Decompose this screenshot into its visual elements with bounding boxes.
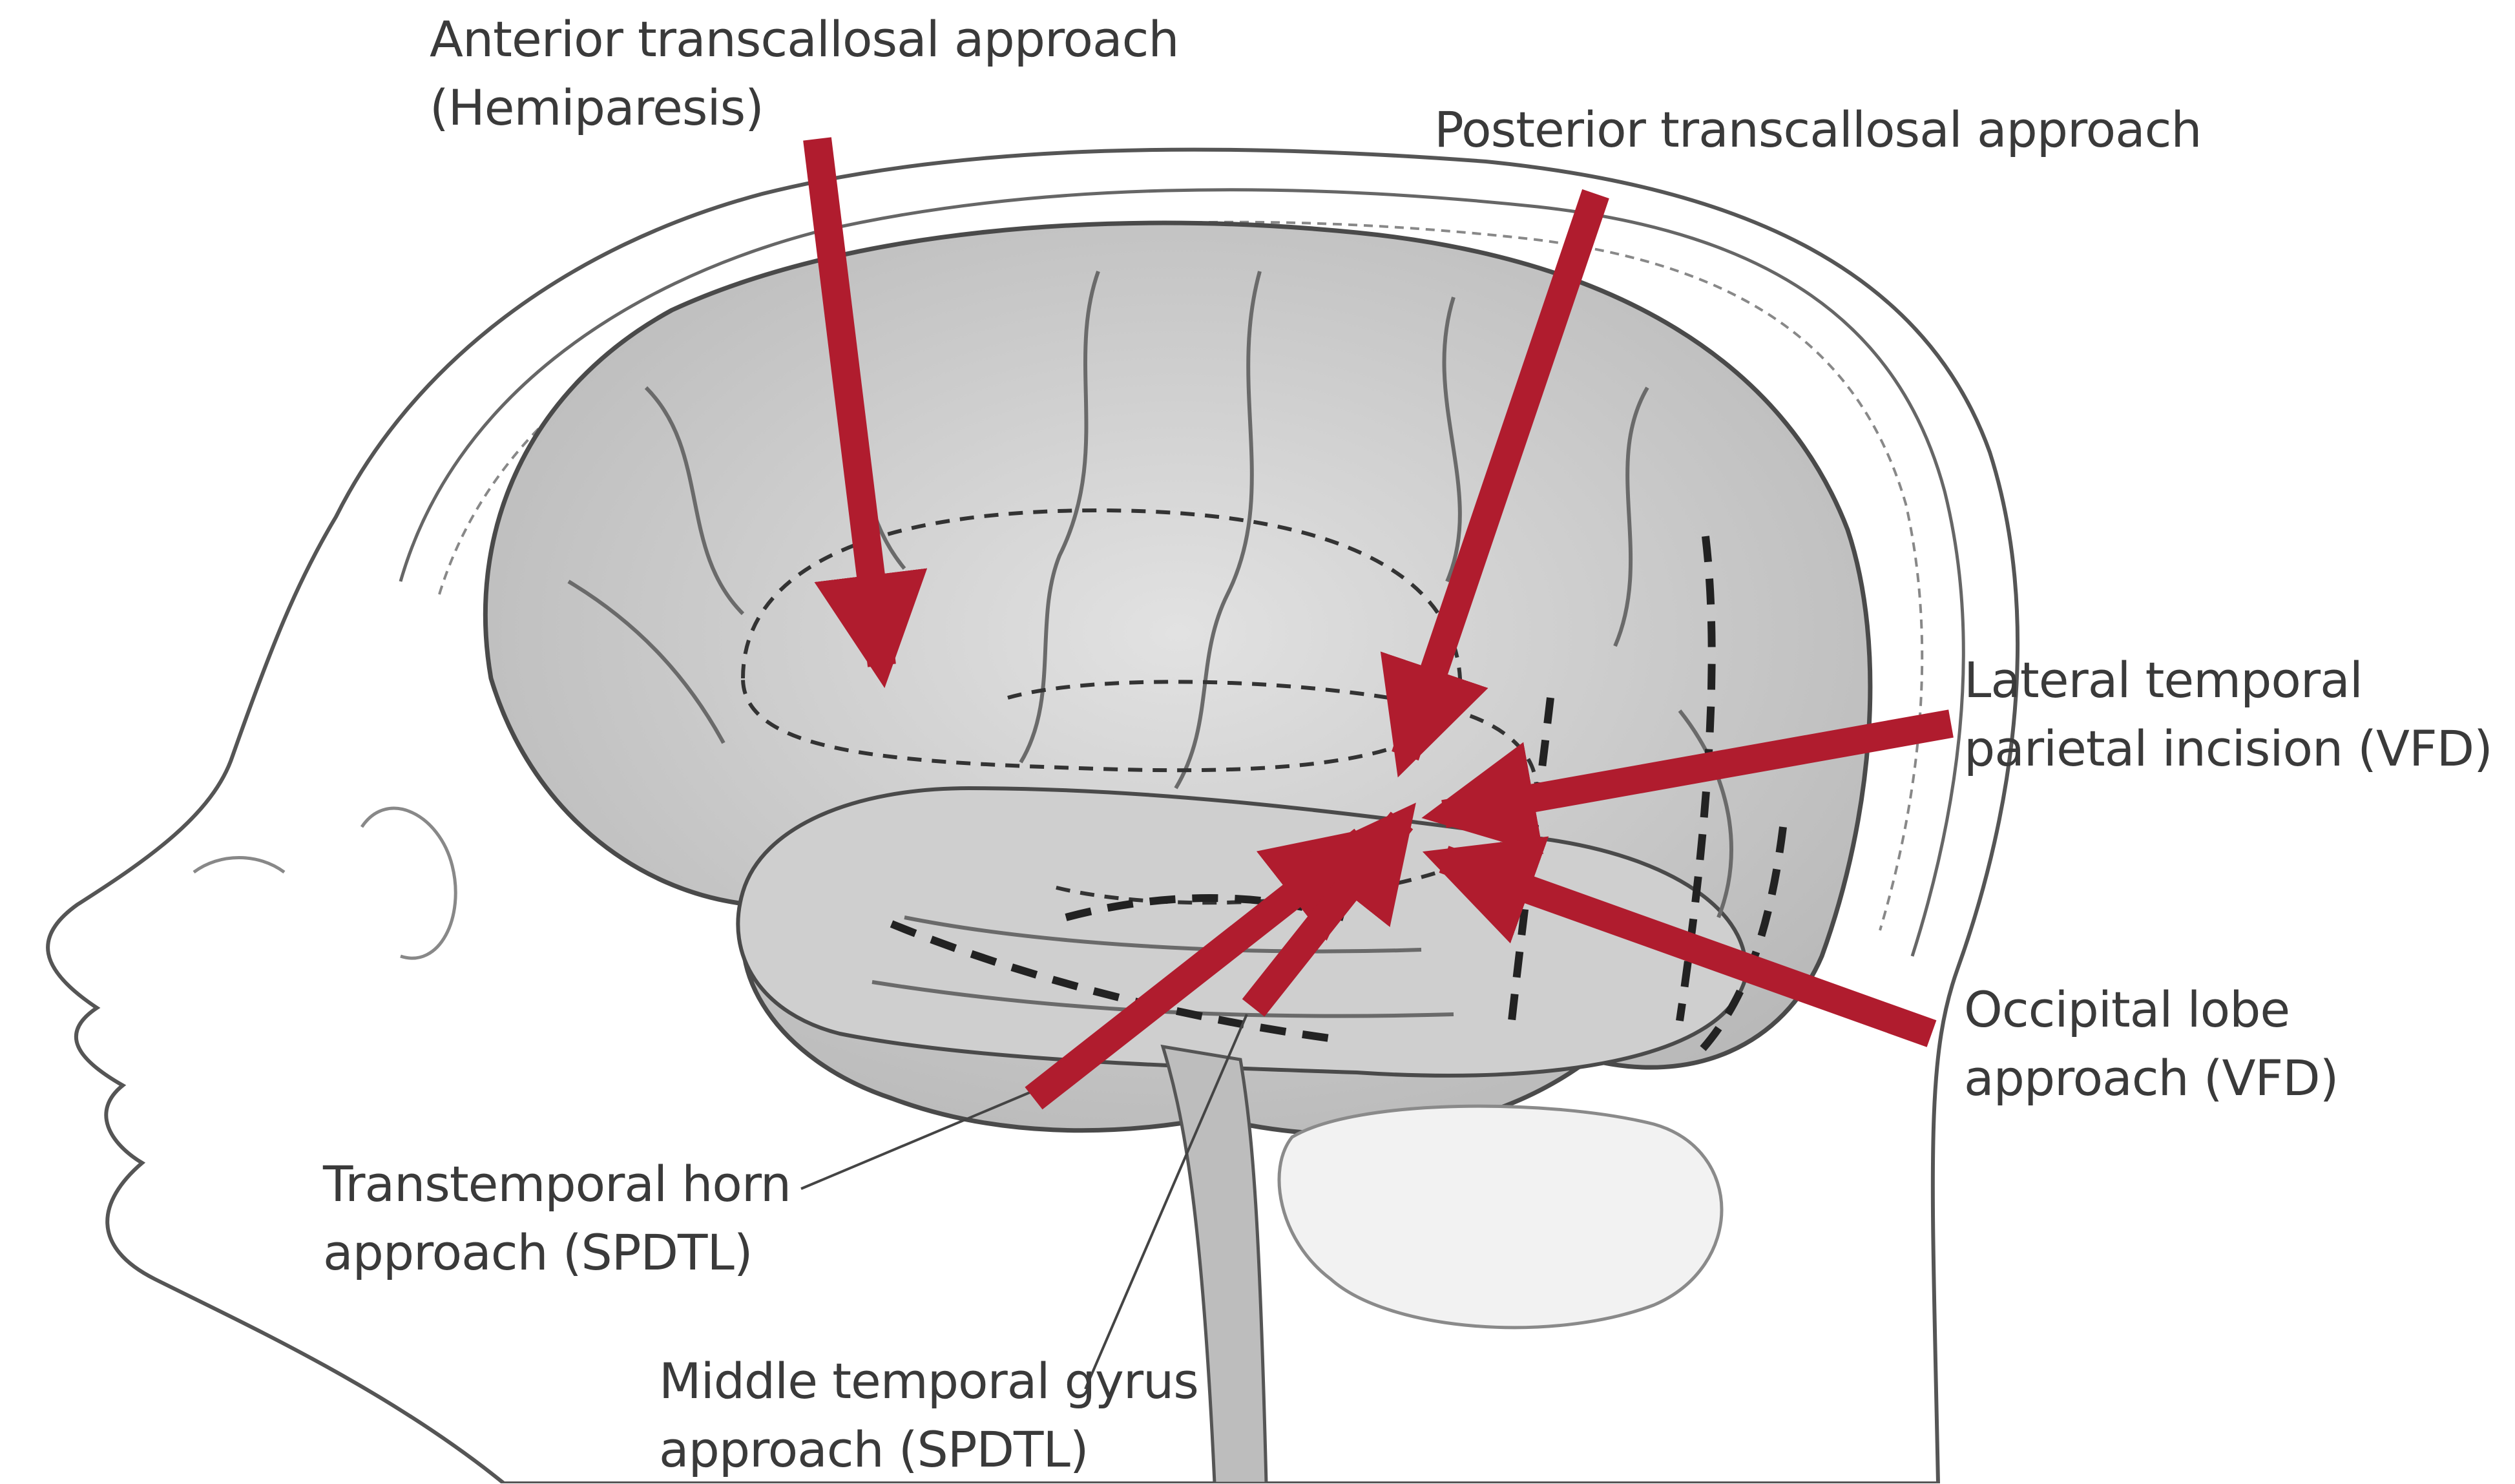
label-middle-temporal-gyrus: Middle temporal gyrus approach (SPDTL) [659, 1347, 1198, 1484]
label-lateral-temporal-parietal: Lateral temporal parietal incision (VFD) [1964, 646, 2492, 783]
label-transtemporal-line2: approach (SPDTL) [323, 1218, 791, 1287]
label-posterior-line1: Posterior transcallosal approach [1434, 96, 2202, 164]
label-transtemporal-line1: Transtemporal horn [323, 1150, 791, 1218]
label-occipital-line2: approach (VFD) [1964, 1044, 2338, 1113]
label-occipital-lobe: Occipital lobe approach (VFD) [1964, 976, 2338, 1113]
label-anterior-line1: Anterior transcallosal approach [430, 5, 1179, 74]
label-transtemporal-horn: Transtemporal horn approach (SPDTL) [323, 1150, 791, 1287]
label-middle-line2: approach (SPDTL) [659, 1416, 1198, 1484]
label-lateral-line2: parietal incision (VFD) [1964, 715, 2492, 783]
label-occipital-line1: Occipital lobe [1964, 976, 2338, 1044]
label-anterior-transcallosal: Anterior transcallosal approach (Hemipar… [430, 5, 1179, 142]
label-middle-line1: Middle temporal gyrus [659, 1347, 1198, 1416]
label-posterior-transcallosal: Posterior transcallosal approach [1434, 96, 2202, 164]
label-lateral-line1: Lateral temporal [1964, 646, 2492, 715]
label-anterior-line2: (Hemiparesis) [430, 74, 1179, 142]
